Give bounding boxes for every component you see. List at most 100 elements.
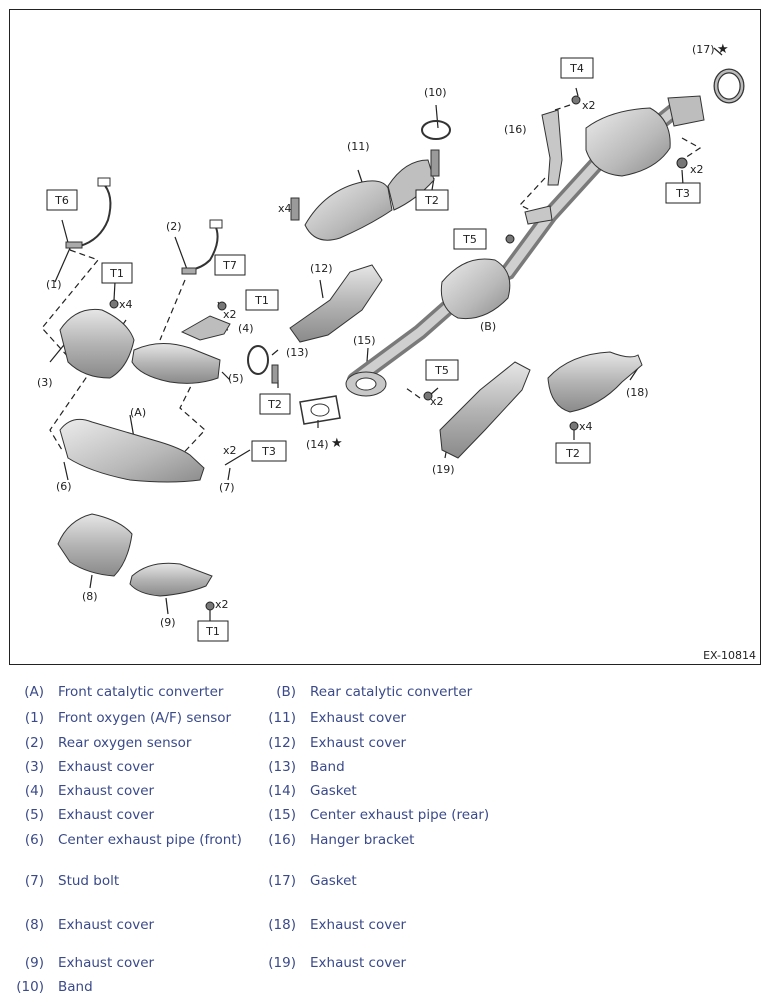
- band-10-shape: [421, 120, 451, 140]
- legend-code: (3): [24, 759, 44, 775]
- rear-catalytic-converter-shape: [440, 258, 511, 320]
- torque-box-T2-cover18: T2: [555, 442, 591, 464]
- legend-code: (16): [268, 832, 296, 848]
- legend-text: Center exhaust pipe (front): [58, 832, 242, 848]
- legend-code: (4): [24, 783, 44, 799]
- exhaust-cover-5-shape: [131, 343, 221, 384]
- legend-text: Band: [310, 759, 345, 775]
- parts-legend: (A)Front catalytic converter(B)Rear cata…: [0, 672, 770, 996]
- callout-4: (4): [238, 322, 254, 335]
- legend-text: Hanger bracket: [310, 832, 415, 848]
- star-14: ★: [331, 436, 343, 451]
- qty-x2-t5: x2: [430, 395, 444, 408]
- legend-text: Exhaust cover: [58, 917, 155, 933]
- legend-code: (1): [24, 710, 44, 726]
- legend-text: Exhaust cover: [310, 955, 407, 971]
- qty-x2-9: x2: [215, 598, 229, 611]
- svg-text:T2: T2: [424, 194, 439, 207]
- exhaust-cover-19-shape: [439, 361, 531, 459]
- diagram-canvas: (A) (B) (1) (2) (3) (4) (5) (6) (7) (8) …: [37, 42, 745, 642]
- callout-16: (16): [504, 123, 527, 136]
- legend-text: Rear catalytic converter: [310, 684, 473, 700]
- qty-x2-t4: x2: [582, 99, 596, 112]
- legend-code: (17): [268, 873, 296, 889]
- qty-x2-t3b: x2: [690, 163, 704, 176]
- rear-oxygen-sensor-shape: [189, 224, 219, 271]
- callout-12: (12): [310, 262, 333, 275]
- legend-code: (8): [24, 917, 44, 933]
- exhaust-cover-12-shape: [289, 264, 383, 343]
- legend-text: Exhaust cover: [58, 783, 155, 799]
- bolt-11-shape: [290, 197, 300, 221]
- legend-code: (A): [24, 684, 44, 700]
- quantities: x4 x2 x4 x2 x2 x2 x2 x2 x4: [119, 99, 704, 611]
- legend-code: (2): [24, 735, 44, 751]
- callout-18: (18): [626, 386, 649, 399]
- legend-text: Gasket: [310, 783, 357, 799]
- legend-code: (9): [24, 955, 44, 971]
- figure-id: EX-10814: [703, 649, 756, 662]
- legend-text: Exhaust cover: [58, 759, 155, 775]
- callouts: (A) (B) (1) (2) (3) (4) (5) (6) (7) (8) …: [37, 43, 715, 629]
- band-13-shape: [247, 345, 269, 375]
- star-17: ★: [717, 42, 729, 57]
- legend-code: (11): [268, 710, 296, 726]
- exhaust-cover-4-shape: [180, 315, 231, 341]
- legend-text: Center exhaust pipe (rear): [310, 807, 490, 823]
- rear-flange-shape: [667, 95, 705, 127]
- callout-15: (15): [353, 334, 376, 347]
- exhaust-cover-9-shape: [129, 562, 213, 597]
- callout-13: (13): [286, 346, 309, 359]
- torque-boxes: T6 T1 T7 T1 T2 T3 T1 T2 T5 T4 T3 T5 T2: [46, 57, 701, 642]
- legend-code: (7): [24, 873, 44, 889]
- exhaust-cover-18-shape: [547, 351, 643, 413]
- legend-code: (10): [16, 979, 44, 995]
- svg-text:T2: T2: [267, 398, 282, 411]
- legend-text: Front catalytic converter: [58, 684, 224, 700]
- qty-x2-t1: x2: [223, 308, 237, 321]
- svg-text:T2: T2: [565, 447, 580, 460]
- front-oxygen-sensor-shape: [79, 181, 112, 247]
- exhaust-cover-3-shape: [59, 308, 135, 379]
- legend-code: (14): [268, 783, 296, 799]
- svg-text:T1: T1: [205, 625, 220, 638]
- callout-3: (3): [37, 376, 53, 389]
- upper-converter-shape: [585, 107, 671, 177]
- legend-text: Band: [58, 979, 93, 995]
- torque-box-T3-left: T3: [251, 440, 287, 462]
- fasteners: [109, 95, 688, 611]
- legend-code: (5): [24, 807, 44, 823]
- legend-text: Gasket: [310, 873, 357, 889]
- torque-box-T1-bottom: T1: [197, 620, 229, 642]
- exhaust-cover-8-shape: [57, 513, 133, 577]
- legend-code: (6): [24, 832, 44, 848]
- callout-7: (7): [219, 481, 235, 494]
- callout-11: (11): [347, 140, 370, 153]
- callout-5: (5): [228, 372, 244, 385]
- callout-1: (1): [46, 278, 62, 291]
- legend-text: Exhaust cover: [310, 917, 407, 933]
- legend-code: (18): [268, 917, 296, 933]
- legend-code: (13): [268, 759, 296, 775]
- front-catalytic-converter-shape: [59, 418, 205, 483]
- svg-text:T4: T4: [569, 62, 584, 75]
- legend-text: Front oxygen (A/F) sensor: [58, 710, 232, 726]
- svg-text:T3: T3: [261, 445, 276, 458]
- svg-text:T5: T5: [462, 233, 477, 246]
- svg-text:T1: T1: [254, 294, 269, 307]
- torque-box-T4: T4: [560, 57, 594, 79]
- legend-text: Exhaust cover: [310, 710, 407, 726]
- torque-box-T1-mid: T1: [245, 289, 279, 311]
- svg-text:T6: T6: [54, 194, 69, 207]
- torque-box-T5-upper: T5: [453, 228, 487, 250]
- callout-8: (8): [82, 590, 98, 603]
- exhaust-exploded-diagram: (A) (B) (1) (2) (3) (4) (5) (6) (7) (8) …: [9, 9, 761, 665]
- qty-x2-t3: x2: [223, 444, 237, 457]
- legend-text: Exhaust cover: [310, 735, 407, 751]
- svg-text:T7: T7: [222, 259, 237, 272]
- callout-A: (A): [130, 406, 146, 419]
- legend-code: (15): [268, 807, 296, 823]
- callout-9: (9): [160, 616, 176, 629]
- qty-x4-t1: x4: [119, 298, 133, 311]
- qty-x4-11: x4: [278, 202, 292, 215]
